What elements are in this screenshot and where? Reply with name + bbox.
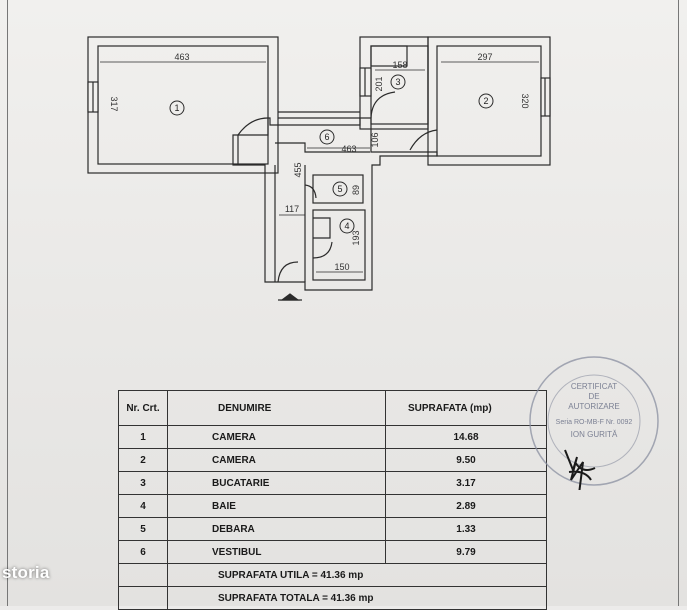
row-nr: 5: [118, 517, 168, 541]
header-area: SUPRAFATA (mp): [385, 390, 547, 426]
dim-kitchen-height: 201: [374, 76, 384, 91]
row-nr: 6: [118, 540, 168, 564]
bathroom: [312, 209, 366, 281]
row-nr: 4: [118, 494, 168, 518]
hall-outer-wall: [232, 117, 438, 291]
row-name: CAMERA: [167, 448, 386, 472]
left-frame-line: [7, 0, 8, 606]
dim-kitchen-width: 158: [392, 60, 407, 70]
header-name: DENUMIRE: [167, 390, 386, 426]
right-frame-line: [678, 0, 679, 606]
row-nr: 2: [118, 448, 168, 472]
table-row: 2 CAMERA 9.50: [118, 448, 547, 472]
room5-marker: [332, 181, 348, 197]
stamp-line5: ION GURITĂ: [571, 430, 618, 439]
authorization-stamp: CERTIFICAT DE AUTORIZARE Seria RO-MB-F N…: [529, 356, 659, 490]
row-area: 9.79: [385, 540, 547, 564]
dim-hall-width: 463: [341, 144, 356, 154]
row-name: BAIE: [167, 494, 386, 518]
table-row: 1 CAMERA 14.68: [118, 425, 547, 449]
dim-room1-width: 463: [174, 52, 189, 62]
floor-plan: 1 2 3 4 5 6 463 297 158 463 117 150 317 …: [87, 36, 551, 301]
row-area: 2.89: [385, 494, 547, 518]
table-row: 6 VESTIBUL 9.79: [118, 540, 547, 564]
header-nr: Nr. Crt.: [118, 390, 168, 426]
dim-hall-height: 106: [370, 132, 380, 147]
kitchen-counter: [370, 45, 408, 67]
room2-number: 2: [483, 96, 488, 106]
door-storage: [304, 184, 317, 199]
door-kitchen: [370, 91, 396, 119]
dim-bath-width: 150: [334, 262, 349, 272]
dim-room2-width: 297: [477, 52, 492, 62]
signature: [564, 449, 596, 490]
room4-number: 4: [344, 221, 349, 231]
door-room2: [409, 129, 438, 151]
storia-watermark: storia: [2, 563, 50, 582]
dim-room2-height: 320: [520, 93, 530, 108]
dim-corridor-width: 117: [285, 204, 299, 214]
table-row: 4 BAIE 2.89: [118, 494, 547, 518]
room3-marker: [390, 74, 406, 90]
dim-bath-height: 193: [351, 230, 361, 245]
room5-number: 5: [337, 184, 342, 194]
row-area: 1.33: [385, 517, 547, 541]
room1-marker: [169, 100, 185, 116]
hall-inner-wall: [275, 142, 370, 153]
room4-marker: [339, 218, 355, 234]
table-header-row: Nr. Crt. DENUMIRE SUPRAFATA (mp): [118, 390, 547, 426]
row-area: 3.17: [385, 471, 547, 495]
stamp-line3: AUTORIZARE: [568, 402, 619, 411]
row-nr: 3: [118, 471, 168, 495]
stamp-line2: DE: [588, 392, 599, 401]
room6-marker: [319, 129, 335, 145]
row-name: VESTIBUL: [167, 540, 386, 564]
table-row: 3 BUCATARIE 3.17: [118, 471, 547, 495]
table-row: 5 DEBARA 1.33: [118, 517, 547, 541]
row-nr: 1: [118, 425, 168, 449]
room6-number: 6: [324, 132, 329, 142]
total-useful-area: SUPRAFATA UTILA = 41.36 mp: [167, 563, 547, 587]
area-table: Nr. Crt. DENUMIRE SUPRAFATA (mp) 1 CAMER…: [118, 390, 547, 610]
row-area: 14.68: [385, 425, 547, 449]
door-room1: [237, 117, 269, 136]
total-useful-row: SUPRAFATA UTILA = 41.36 mp: [118, 563, 547, 587]
door-entrance: [277, 261, 299, 283]
room2-marker: [478, 93, 494, 109]
row-name: BUCATARIE: [167, 471, 386, 495]
stamp-line4: Seria RO-MB-F Nr. 0092: [556, 419, 633, 426]
room3-number: 3: [395, 77, 400, 87]
room1-number: 1: [174, 103, 179, 113]
row-name: DEBARA: [167, 517, 386, 541]
bath-tub: [313, 217, 331, 239]
dim-room1-height: 317: [109, 96, 119, 111]
door-bath: [312, 241, 333, 259]
dim-corridor-height: 455: [293, 162, 303, 177]
stamp-line1: CERTIFICAT: [571, 382, 617, 391]
total-overall-area: SUPRAFATA TOTALA = 41.36 mp: [167, 586, 547, 610]
row-name: CAMERA: [167, 425, 386, 449]
entrance-arrow-icon: [280, 293, 300, 301]
row-area: 9.50: [385, 448, 547, 472]
total-overall-row: SUPRAFATA TOTALA = 41.36 mp: [118, 586, 547, 610]
dim-storage-height: 89: [351, 185, 361, 195]
